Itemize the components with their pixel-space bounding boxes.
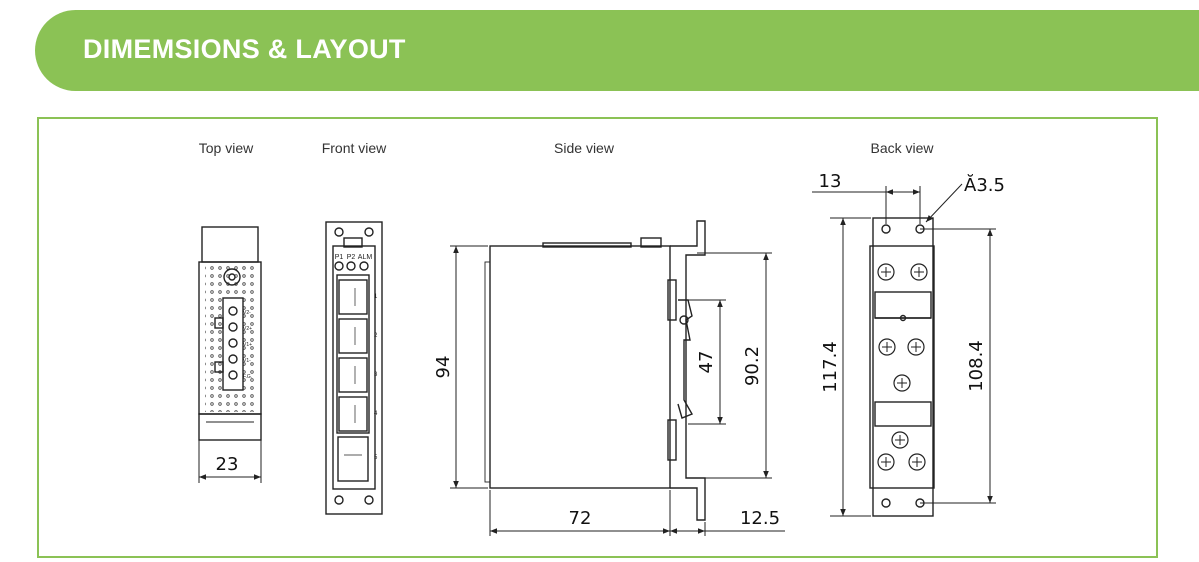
drawing-frame	[37, 117, 1158, 558]
section-title: DIMEMSIONS & LAYOUT	[83, 34, 406, 64]
top-view	[198, 226, 262, 441]
pin-label: V2-	[243, 310, 251, 316]
top-width-value: 23	[216, 454, 239, 475]
section-header: DIMEMSIONS & LAYOUT	[35, 10, 1199, 91]
hole-spacing-value: 108.4	[966, 340, 987, 392]
port-label: 4	[374, 411, 378, 417]
front-port-labels: 1 2 3 4 5	[374, 294, 378, 461]
back-view-label: Back view	[870, 140, 934, 156]
port-label: 5	[374, 455, 378, 461]
inner-height-value: 90.2	[742, 346, 763, 386]
hole-offset-value: 13	[819, 171, 842, 192]
pin-label: V1+	[243, 342, 252, 348]
pin-label: V1-	[243, 358, 251, 364]
port-label: 1	[374, 294, 378, 300]
front-view	[325, 221, 383, 515]
terminal-pin-labels: V2- V2+ V1+ V1- F.G.	[243, 310, 252, 380]
side-height-value: 94	[433, 356, 454, 379]
led-label: P2	[347, 254, 356, 261]
top-view-label: Top view	[199, 140, 254, 156]
back-view	[869, 217, 935, 517]
hole-diameter-value: Ă3.5	[964, 174, 1005, 196]
back-height-value: 117.4	[820, 341, 841, 393]
side-depth-value: 72	[569, 508, 592, 529]
side-view	[484, 220, 706, 521]
port-label: 2	[374, 333, 378, 339]
side-view-label: Side view	[554, 140, 615, 156]
pin-label: V2+	[243, 326, 252, 332]
front-led-labels: P1 P2 ALM	[335, 254, 373, 261]
led-label: P1	[335, 254, 344, 261]
hole-diameter-leader	[925, 183, 963, 223]
front-view-label: Front view	[322, 140, 387, 156]
led-label: ALM	[358, 254, 373, 261]
rail-height-value: 47	[696, 351, 717, 374]
port-label: 3	[374, 372, 378, 378]
rail-offset-value: 12.5	[740, 508, 780, 529]
pin-label: F.G.	[243, 374, 252, 380]
